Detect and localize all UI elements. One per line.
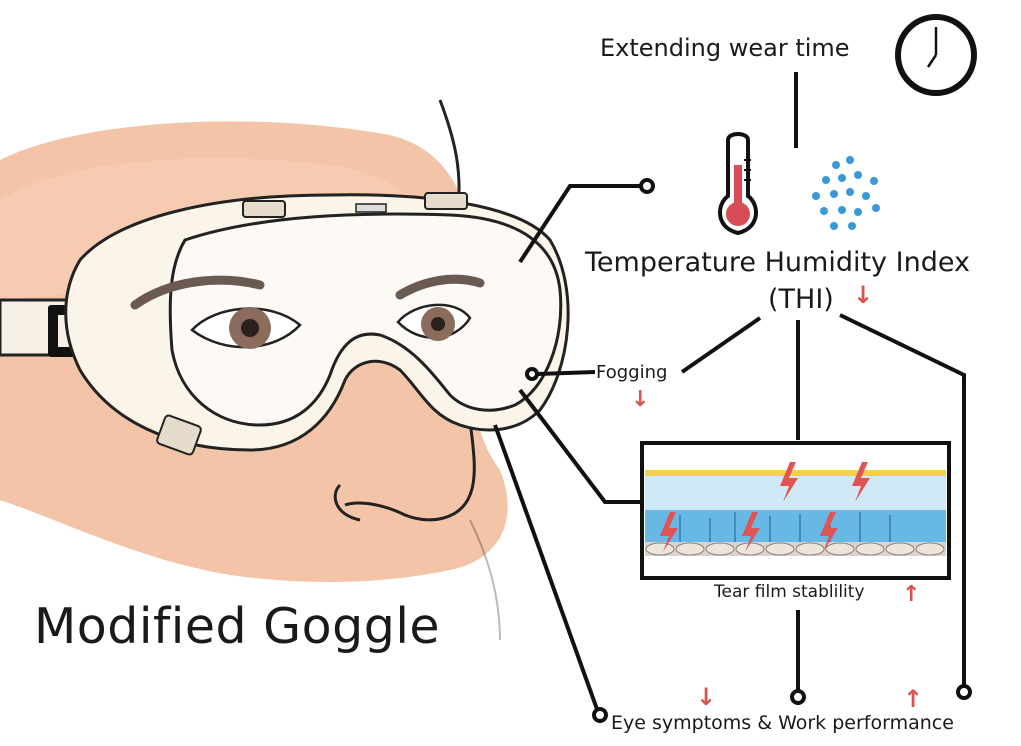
connector-lines	[493, 72, 972, 723]
tear-film-label: Tear film stablility	[714, 582, 865, 602]
humidity-droplets-icon	[812, 156, 880, 230]
thi-down-arrow-icon: ↓	[853, 281, 874, 309]
thi-label: Temperature Humidity Index	[585, 247, 970, 278]
fogging-label: Fogging	[596, 362, 668, 383]
work-performance-up-arrow-icon: ↑	[903, 685, 924, 713]
diagram-title: Modified Goggle	[34, 598, 441, 655]
tear-film-panel	[640, 441, 951, 580]
fogging-down-arrow-icon: ↓	[631, 387, 650, 412]
lightning-icon	[660, 462, 870, 552]
thi-abbrev-label: (THI)	[768, 284, 834, 315]
eye-symptoms-down-arrow-icon: ↓	[696, 683, 717, 711]
thermometer-icon	[718, 132, 758, 236]
outcome-label: Eye symptoms & Work performance	[611, 712, 954, 734]
tear-film-up-arrow-icon: ↑	[902, 582, 921, 607]
clock-icon	[895, 14, 977, 96]
goggle-illustration	[0, 192, 570, 456]
wear-time-label: Extending wear time	[600, 34, 850, 62]
